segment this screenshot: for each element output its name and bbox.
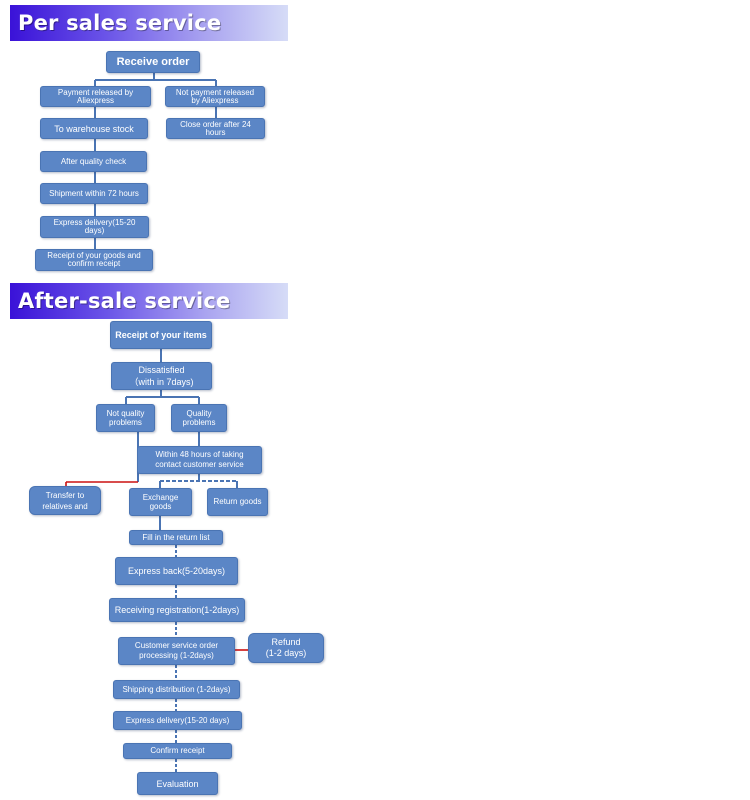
payment-released-box: Payment released by Aliexpress [40,86,151,107]
shipping-distribution-label: Shipping distribution (1-2days) [122,684,231,694]
shipment-box: Shipment within 72 hours [40,183,148,204]
fill-return-list-box: Fill in the return list [129,530,223,545]
confirm-receipt-label: Confirm receipt [150,746,205,755]
within-48-hours-box: Within 48 hours of taking contact custom… [137,446,262,474]
within-48-hours-label: Within 48 hours of taking contact custom… [155,450,244,469]
quality-label: Quality problems [182,409,216,427]
close-order-box: Close order after 24 hours [166,118,265,139]
shipment-label: Shipment within 72 hours [49,188,139,198]
receive-order-box: Receive order [106,51,200,73]
cs-order-processing-box: Customer service order processing (1-2da… [118,637,235,665]
after-quality-check-label: After quality check [60,156,127,166]
return-goods-label: Return goods [213,497,262,506]
receive-order-label: Receive order [116,56,190,68]
fill-return-list-label: Fill in the return list [142,532,210,542]
receiving-registration-label: Receiving registration(1-2days) [114,605,240,615]
to-warehouse-stock-box: To warehouse stock [40,118,148,139]
not-payment-released-label: Not payment released by Aliexpress [175,87,255,105]
express-back-label: Express back(5-20days) [127,566,226,576]
cs-order-processing-label: Customer service order processing (1-2da… [134,641,219,660]
after-sales-title: After-sale service [18,289,231,313]
quality-box: Quality problems [171,404,227,432]
close-order-label: Close order after 24 hours [180,119,251,137]
return-goods-box: Return goods [207,488,268,516]
evaluation-label: Evaluation [156,778,199,789]
pre-sales-title: Per sales service [18,11,222,35]
receipt-items-label: Receipt of your items [115,330,207,340]
not-payment-released-box: Not payment released by Aliexpress [165,86,265,107]
not-quality-box: Not quality problems [96,404,155,432]
refund-label: Refund (1-2 days) [265,637,307,658]
dissatisfied-box: Dissatisfied （with in 7days) [111,362,212,390]
receipt-confirm-box: Receipt of your goods and confirm receip… [35,249,153,271]
express-delivery-after-label: Express delivery(15-20 days) [125,715,230,725]
receipt-confirm-label: Receipt of your goods and confirm receip… [47,251,141,268]
payment-released-label: Payment released by Aliexpress [57,87,134,105]
after-sales-banner: After-sale service [10,283,288,319]
dissatisfied-label: Dissatisfied （with in 7days) [129,365,194,387]
transfer-box: Transfer to relatives and [29,486,101,515]
exchange-goods-box: Exchange goods [129,488,192,516]
confirm-receipt-box: Confirm receipt [123,743,232,759]
express-delivery-pre-label: Express delivery(15-20 days) [53,218,136,235]
transfer-label: Transfer to relatives and [42,490,88,511]
to-warehouse-stock-label: To warehouse stock [54,123,134,134]
after-quality-check-box: After quality check [40,151,147,172]
pre-sales-banner: Per sales service [10,5,288,41]
express-delivery-after-box: Express delivery(15-20 days) [113,711,242,730]
not-quality-label: Not quality problems [106,409,145,427]
refund-box: Refund (1-2 days) [248,633,324,663]
exchange-goods-label: Exchange goods [142,493,179,511]
express-delivery-pre-box: Express delivery(15-20 days) [40,216,149,238]
receipt-items-box: Receipt of your items [110,321,212,349]
shipping-distribution-box: Shipping distribution (1-2days) [113,680,240,699]
evaluation-box: Evaluation [137,772,218,795]
receiving-registration-box: Receiving registration(1-2days) [109,598,245,622]
express-back-box: Express back(5-20days) [115,557,238,585]
